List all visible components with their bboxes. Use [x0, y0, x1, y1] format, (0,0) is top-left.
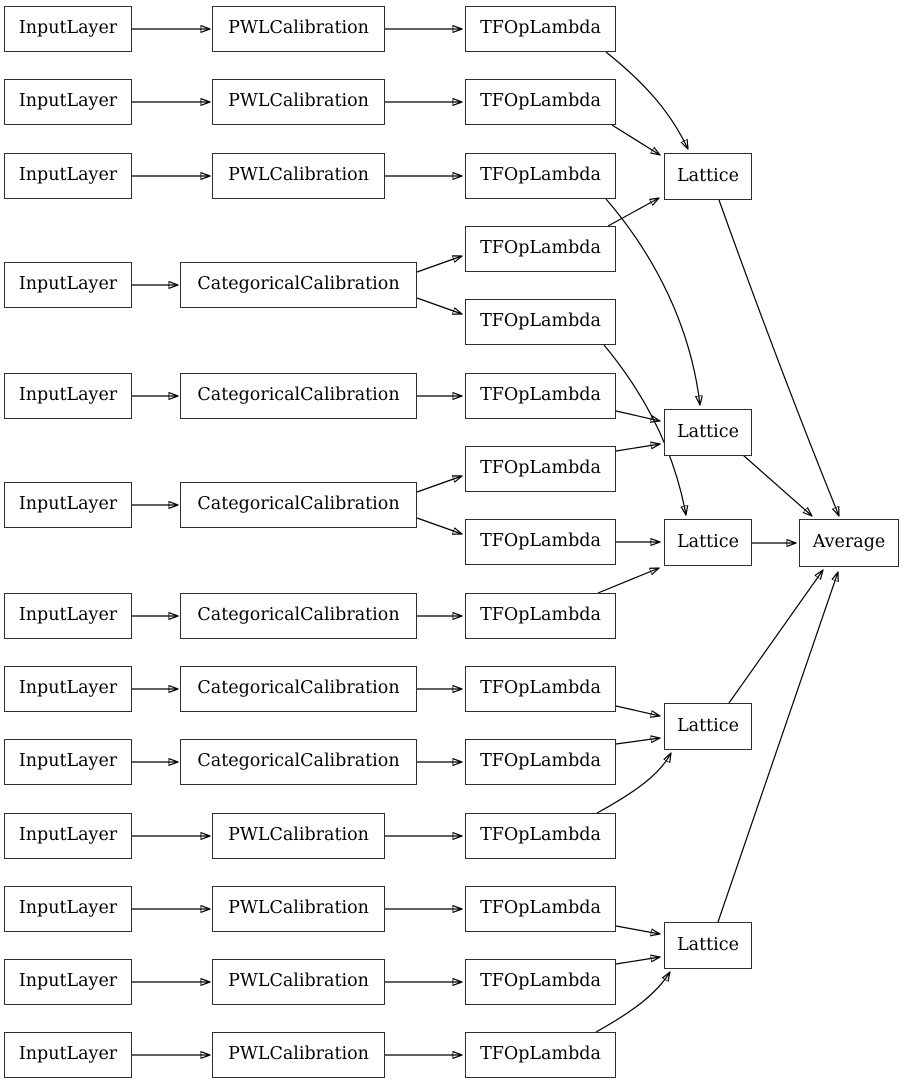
node-input-layer-12: InputLayer — [4, 959, 132, 1005]
node-pwl-calibration-4: PWLCalibration — [212, 813, 385, 859]
node-pwl-calibration-6: PWLCalibration — [212, 959, 385, 1005]
edge-tfop-12-lattice-4 — [596, 753, 671, 814]
node-tf-op-lambda-4: TFOpLambda — [465, 226, 616, 272]
node-tf-op-lambda-12: TFOpLambda — [465, 813, 616, 859]
edge-tfop-15-lattice-5 — [595, 972, 670, 1033]
node-input-layer-13: InputLayer — [4, 1032, 132, 1078]
node-input-layer-11: InputLayer — [4, 886, 132, 932]
node-tf-op-lambda-11: TFOpLambda — [465, 739, 616, 785]
edge-tfop-6-lattice-2 — [615, 410, 660, 421]
node-categorical-calibration-1: CategoricalCalibration — [180, 262, 417, 308]
node-tf-op-lambda-6: TFOpLambda — [465, 373, 616, 419]
node-lattice-5: Lattice — [664, 922, 752, 969]
edge-tfop-2-lattice-1 — [611, 124, 660, 155]
node-pwl-calibration-5: PWLCalibration — [212, 886, 385, 932]
node-categorical-calibration-3: CategoricalCalibration — [180, 482, 417, 528]
node-lattice-1: Lattice — [664, 153, 752, 200]
edge-cat-3-tfop-7 — [416, 476, 462, 493]
node-tf-op-lambda-13: TFOpLambda — [465, 886, 616, 932]
node-lattice-2: Lattice — [664, 409, 752, 456]
node-lattice-3: Lattice — [664, 519, 752, 566]
node-input-layer-7: InputLayer — [4, 593, 132, 639]
node-input-layer-4: InputLayer — [4, 262, 132, 308]
node-input-layer-2: InputLayer — [4, 79, 132, 125]
edge-tfop-9-lattice-3 — [597, 568, 659, 594]
edge-lattice-4-average — [728, 570, 823, 704]
node-lattice-4: Lattice — [664, 703, 752, 750]
node-categorical-calibration-4: CategoricalCalibration — [180, 593, 417, 639]
node-input-layer-5: InputLayer — [4, 373, 132, 419]
node-tf-op-lambda-14: TFOpLambda — [465, 959, 616, 1005]
edge-tfop-3-lattice-2 — [605, 198, 700, 405]
node-input-layer-8: InputLayer — [4, 666, 132, 712]
edge-tfop-13-lattice-5 — [615, 925, 660, 934]
node-tf-op-lambda-7: TFOpLambda — [465, 446, 616, 492]
node-input-layer-3: InputLayer — [4, 153, 132, 199]
edge-tfop-4-lattice-1 — [607, 198, 659, 227]
node-tf-op-lambda-9: TFOpLambda — [465, 593, 616, 639]
node-tf-op-lambda-3: TFOpLambda — [465, 153, 616, 199]
edge-lattice-5-average — [717, 572, 838, 923]
edge-lattice-2-average — [742, 454, 812, 516]
edge-tfop-1-lattice-1 — [605, 51, 688, 149]
node-tf-op-lambda-10: TFOpLambda — [465, 666, 616, 712]
node-categorical-calibration-5: CategoricalCalibration — [180, 666, 417, 712]
node-pwl-calibration-7: PWLCalibration — [212, 1032, 385, 1078]
node-pwl-calibration-1: PWLCalibration — [212, 6, 385, 52]
edge-tfop-7-lattice-2 — [615, 444, 660, 452]
node-pwl-calibration-2: PWLCalibration — [212, 79, 385, 125]
edge-tfop-10-lattice-4 — [615, 705, 660, 716]
edge-tfop-14-lattice-5 — [615, 957, 660, 965]
node-input-layer-6: InputLayer — [4, 482, 132, 528]
node-tf-op-lambda-2: TFOpLambda — [465, 79, 616, 125]
node-categorical-calibration-2: CategoricalCalibration — [180, 373, 417, 419]
edge-cat-3-tfop-8 — [416, 517, 462, 534]
edge-cat-1-tfop-4 — [416, 256, 462, 273]
node-input-layer-1: InputLayer — [4, 6, 132, 52]
node-input-layer-10: InputLayer — [4, 813, 132, 859]
edge-tfop-5-lattice-3 — [603, 344, 686, 515]
node-categorical-calibration-6: CategoricalCalibration — [180, 739, 417, 785]
node-average: Average — [799, 519, 899, 567]
node-tf-op-lambda-8: TFOpLambda — [465, 519, 616, 565]
node-input-layer-9: InputLayer — [4, 739, 132, 785]
node-tf-op-lambda-5: TFOpLambda — [465, 299, 616, 345]
node-pwl-calibration-3: PWLCalibration — [212, 153, 385, 199]
node-tf-op-lambda-15: TFOpLambda — [465, 1032, 616, 1078]
edge-lattice-1-average — [718, 199, 839, 516]
node-tf-op-lambda-1: TFOpLambda — [465, 6, 616, 52]
edge-tfop-11-lattice-4 — [615, 738, 660, 745]
edge-cat-1-tfop-5 — [416, 297, 462, 314]
